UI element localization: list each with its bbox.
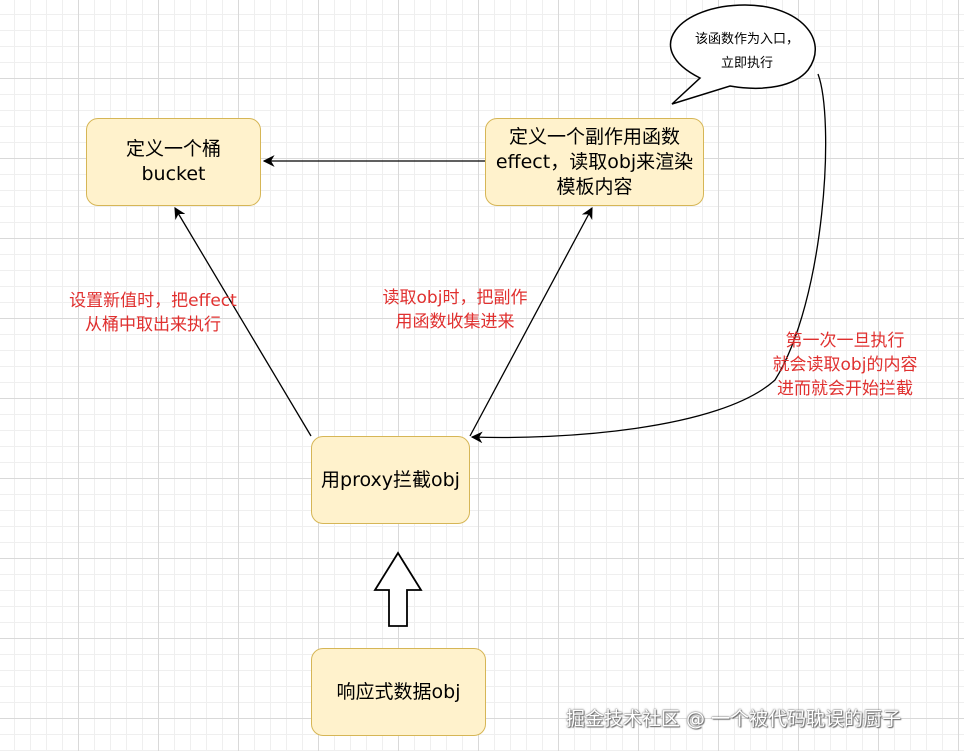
first-run-label-line-1: 第一次一旦执行 [785,331,905,351]
first-run-label-line-2: 就会读取obj的内容 [772,355,918,375]
read-obj-label-line-1: 读取obj时，把副作 [382,288,528,308]
arrow-callout-to-proxy [470,73,827,444]
proxy-node-line-1: 用proxy拦截obj [321,468,460,491]
read-obj-label: 读取obj时，把副作 用函数收集进来 [365,286,545,334]
callout-text: 该函数作为入口， 立即执行 [672,28,822,76]
set-value-label: 设置新值时，把effect 从桶中取出来执行 [48,289,258,337]
proxy-node[interactable]: 用proxy拦截obj [311,436,470,524]
watermark: 掘金技术社区 @ 一个被代码耽误的厨子 [566,708,902,730]
bucket-node-line-2: bucket [141,163,206,185]
up-arrow-shape [373,551,423,627]
effect-node-line-2: effect，读取obj来渲染 [495,150,694,173]
set-value-label-line-1: 设置新值时，把effect [69,291,237,311]
effect-node-line-3: 模板内容 [556,175,633,198]
effect-node[interactable]: 定义一个副作用函数 effect，读取obj来渲染 模板内容 [485,118,704,206]
reactive-data-node[interactable]: 响应式数据obj [311,648,486,736]
callout-text-line-1: 该函数作为入口， [694,32,799,47]
first-run-label: 第一次一旦执行 就会读取obj的内容 进而就会开始拦截 [750,329,940,401]
bucket-node[interactable]: 定义一个桶 bucket [86,118,261,206]
callout-bubble [669,4,816,105]
effect-node-line-1: 定义一个副作用函数 [508,125,680,148]
arrow-proxy-to-effect [469,206,593,437]
callout-text-line-2: 立即执行 [720,56,773,71]
arrow-proxy-to-bucket [174,206,312,437]
read-obj-label-line-2: 用函数收集进来 [395,312,515,332]
set-value-label-line-2: 从桶中取出来执行 [85,315,221,335]
reactive-data-node-line-1: 响应式数据obj [336,680,461,703]
first-run-label-line-3: 进而就会开始拦截 [777,379,913,399]
bucket-node-line-1: 定义一个桶 [125,138,221,160]
